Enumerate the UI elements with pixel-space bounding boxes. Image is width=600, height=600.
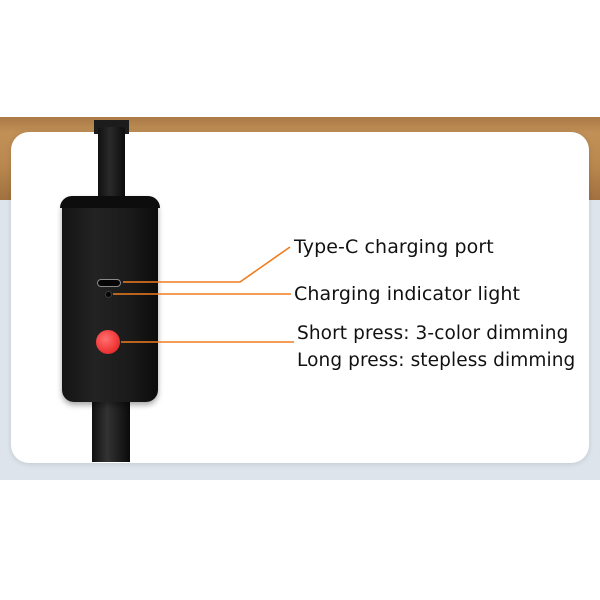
label-long-press: Long press: stepless dimming [297, 350, 576, 371]
label-charging-indicator-light: Charging indicator light [294, 283, 521, 305]
label-type-c-charging-port: Type-C charging port [294, 236, 494, 258]
type-c-port-icon [97, 279, 121, 287]
cable-lower-segment [92, 398, 130, 462]
leader-line-type-c [123, 246, 291, 283]
controller-top-cap [60, 196, 160, 208]
label-short-press: Short press: 3-color dimming [297, 323, 569, 344]
dimming-button-icon [96, 330, 120, 354]
inline-controller-body [62, 196, 158, 402]
cable-upper-segment [98, 127, 125, 207]
indicator-light-icon [106, 292, 111, 297]
